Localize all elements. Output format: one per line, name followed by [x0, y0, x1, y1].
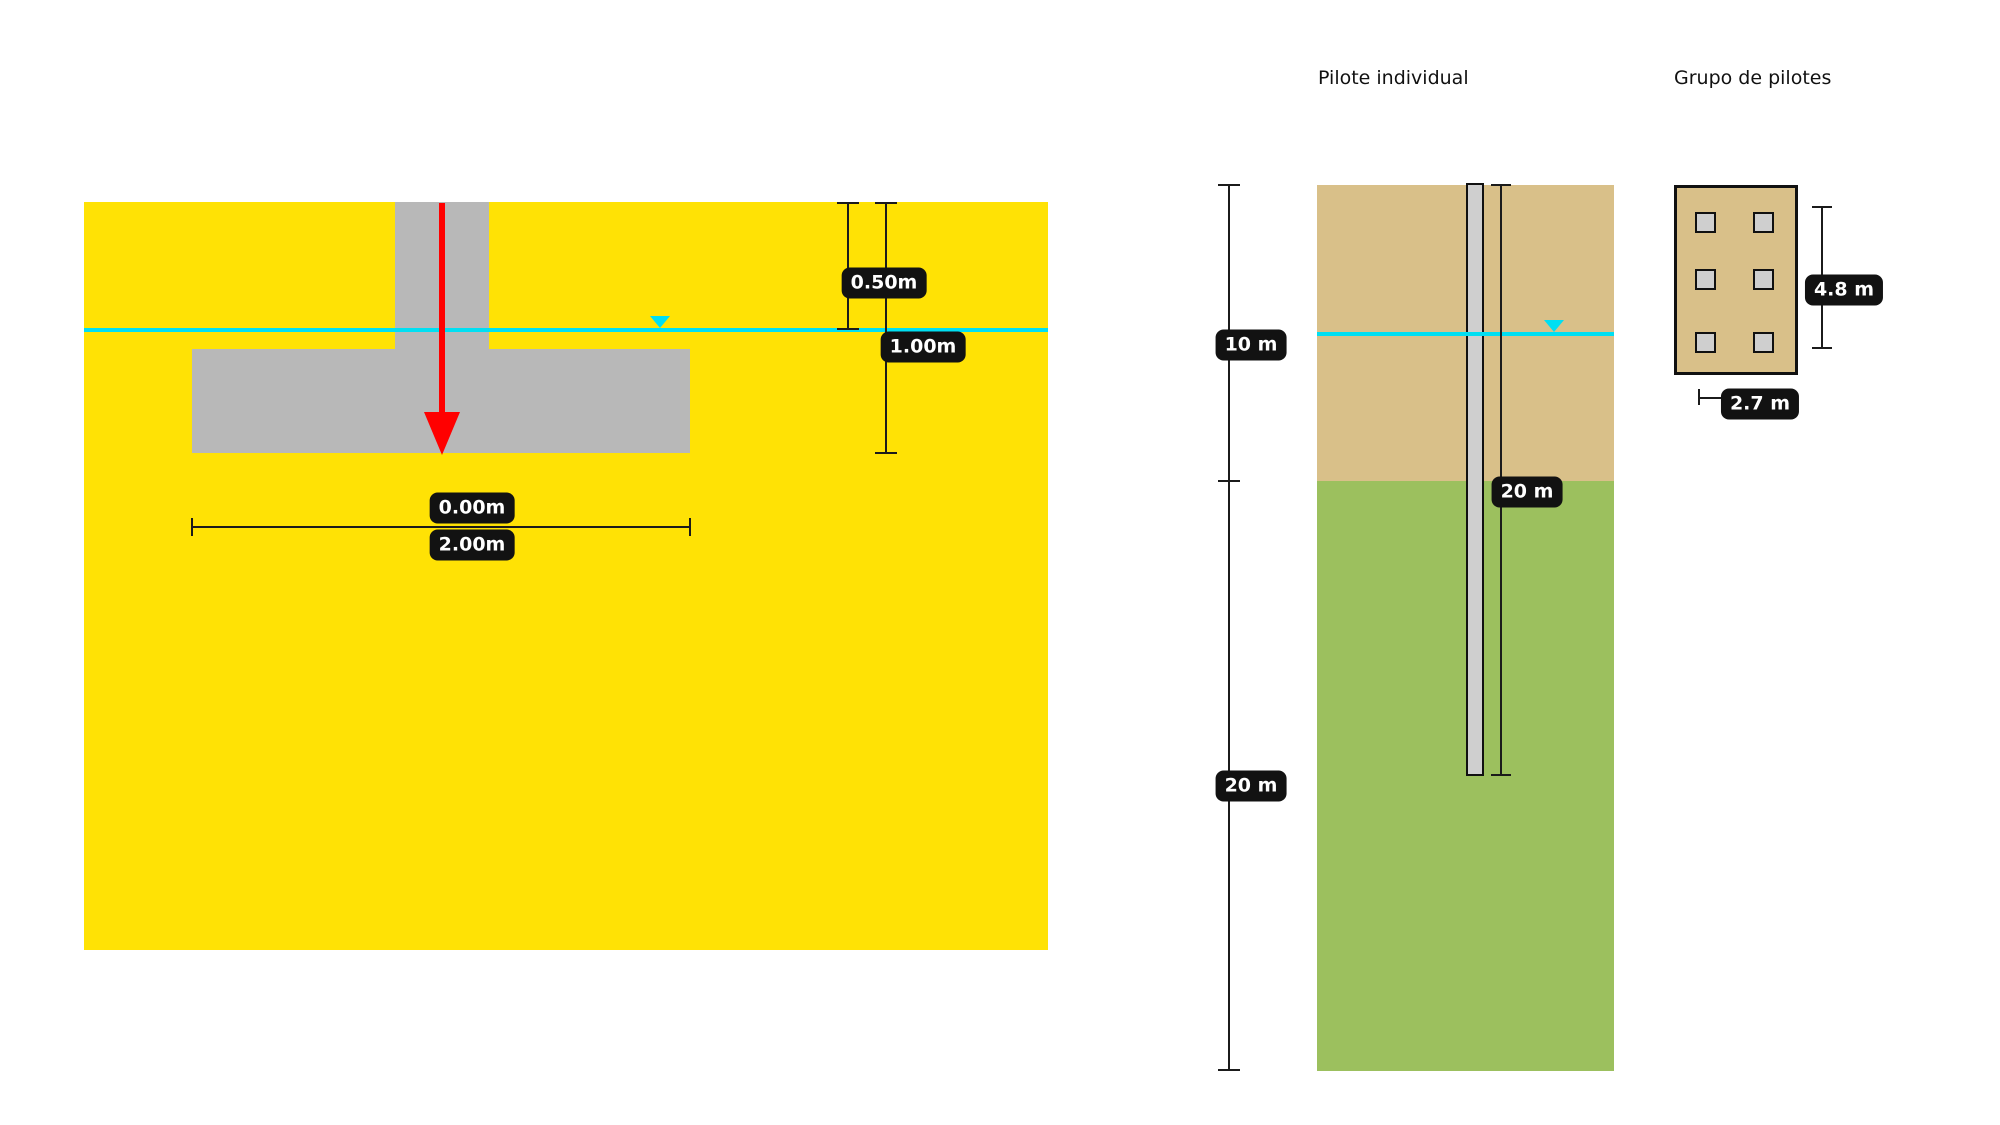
pile-group-title: Grupo de pilotes [1674, 67, 1832, 89]
pile-section [1753, 212, 1774, 233]
soil-depth-dim-line [1228, 185, 1230, 1071]
soil-block [84, 202, 1048, 950]
single-pile-title: Pilote individual [1318, 67, 1469, 89]
pile-shaft [1466, 183, 1484, 776]
dim-tick [689, 518, 691, 536]
water-table-marker-icon [650, 316, 670, 328]
lower-soil-layer [1317, 481, 1614, 1071]
dim-tick [1218, 1069, 1240, 1071]
pile-section [1695, 212, 1716, 233]
pile-length-label: 20 m [1491, 476, 1563, 508]
dim-tick [837, 202, 859, 204]
dim-tick [1218, 480, 1240, 482]
dim-tick [837, 328, 859, 330]
pile-cap [1674, 185, 1798, 375]
load-arrow-shaft [439, 203, 445, 417]
footing-depth-label: 1.00m [880, 331, 966, 363]
group-length-label: 4.8 m [1804, 274, 1884, 306]
pile-section [1695, 332, 1716, 353]
water-table-line [84, 328, 1048, 332]
pile-section [1753, 332, 1774, 353]
dim-tick [1218, 184, 1240, 186]
dim-tick [1812, 347, 1832, 349]
pile-section [1753, 269, 1774, 290]
dim-tick [1698, 389, 1700, 405]
pile-section [1695, 269, 1716, 290]
dim-tick [191, 518, 193, 536]
footing-width-label: 2.00m [429, 529, 515, 561]
dim-tick [875, 202, 897, 204]
dim-tick [1491, 184, 1511, 186]
water-table-marker-icon [1544, 320, 1564, 332]
dim-tick [1812, 206, 1832, 208]
water-table-line [1317, 332, 1614, 336]
footing-width-dim-line [192, 526, 690, 528]
dim-tick [1491, 774, 1511, 776]
footing-depth-dim-line [885, 203, 887, 453]
group-width-label: 2.7 m [1720, 388, 1800, 420]
water-depth-label: 0.50m [841, 267, 927, 299]
upper-layer-thickness-label: 10 m [1215, 329, 1287, 361]
water-depth-dim-line [847, 203, 849, 330]
load-arrow-head [424, 412, 460, 455]
dim-tick [875, 452, 897, 454]
lower-layer-thickness-label: 20 m [1215, 770, 1287, 802]
eccentricity-label: 0.00m [429, 492, 515, 524]
